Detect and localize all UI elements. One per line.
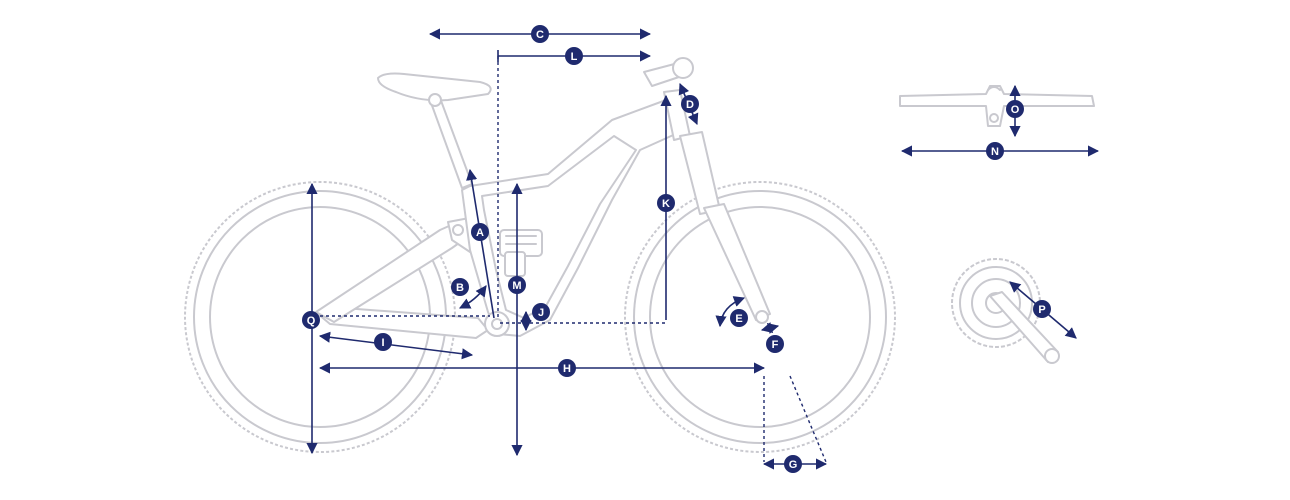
label-badge-h: H [558, 359, 576, 377]
label-badge-e: E [730, 309, 748, 327]
label-g: G [789, 459, 798, 471]
label-badge-g: G [784, 455, 802, 473]
label-m: M [512, 280, 521, 292]
dim-line-f [760, 322, 780, 334]
label-n: N [991, 146, 999, 158]
label-badge-j: J [532, 303, 550, 321]
label-q: Q [307, 315, 316, 327]
label-d: D [686, 99, 694, 111]
label-i: I [381, 337, 384, 349]
label-badge-f: F [766, 335, 784, 353]
fork [679, 131, 721, 215]
label-h: H [563, 363, 571, 375]
label-badge-a: A [471, 223, 489, 241]
label-e: E [735, 313, 742, 325]
handlebar-drawing [899, 85, 1095, 127]
saddle [377, 72, 492, 102]
label-badge-b: B [451, 278, 469, 296]
label-badge-p: P [1033, 300, 1051, 318]
label-badge-l: L [565, 47, 583, 65]
trail-steering-axis [789, 375, 827, 463]
label-badge-i: I [374, 333, 392, 351]
dim-line-i [318, 331, 474, 360]
label-j: J [538, 307, 544, 319]
label-badge-d: D [681, 95, 699, 113]
label-badge-q: Q [302, 311, 320, 329]
front-wheel [624, 181, 896, 453]
dimension-labels: A B C D E F G H I J K L M N O P Q [302, 25, 1051, 473]
main-frame [461, 99, 681, 337]
label-a: A [476, 227, 484, 239]
bottom-bracket [484, 311, 510, 337]
label-badge-m: M [508, 276, 526, 294]
seatstay [315, 221, 467, 323]
label-o: O [1011, 104, 1020, 116]
label-p: P [1038, 304, 1045, 316]
label-f: F [772, 339, 779, 351]
dim-arc-e [715, 296, 746, 328]
dim-line-a [466, 168, 495, 319]
label-badge-n: N [986, 142, 1004, 160]
label-k: K [662, 198, 670, 210]
label-badge-c: C [531, 25, 549, 43]
label-badge-o: O [1006, 100, 1024, 118]
label-c: C [536, 29, 544, 41]
dim-arc-b [458, 285, 487, 309]
label-l: L [571, 51, 578, 63]
bike-outline [184, 57, 896, 453]
label-b: B [456, 282, 464, 294]
label-badge-k: K [657, 194, 675, 212]
seatpost [429, 97, 473, 189]
